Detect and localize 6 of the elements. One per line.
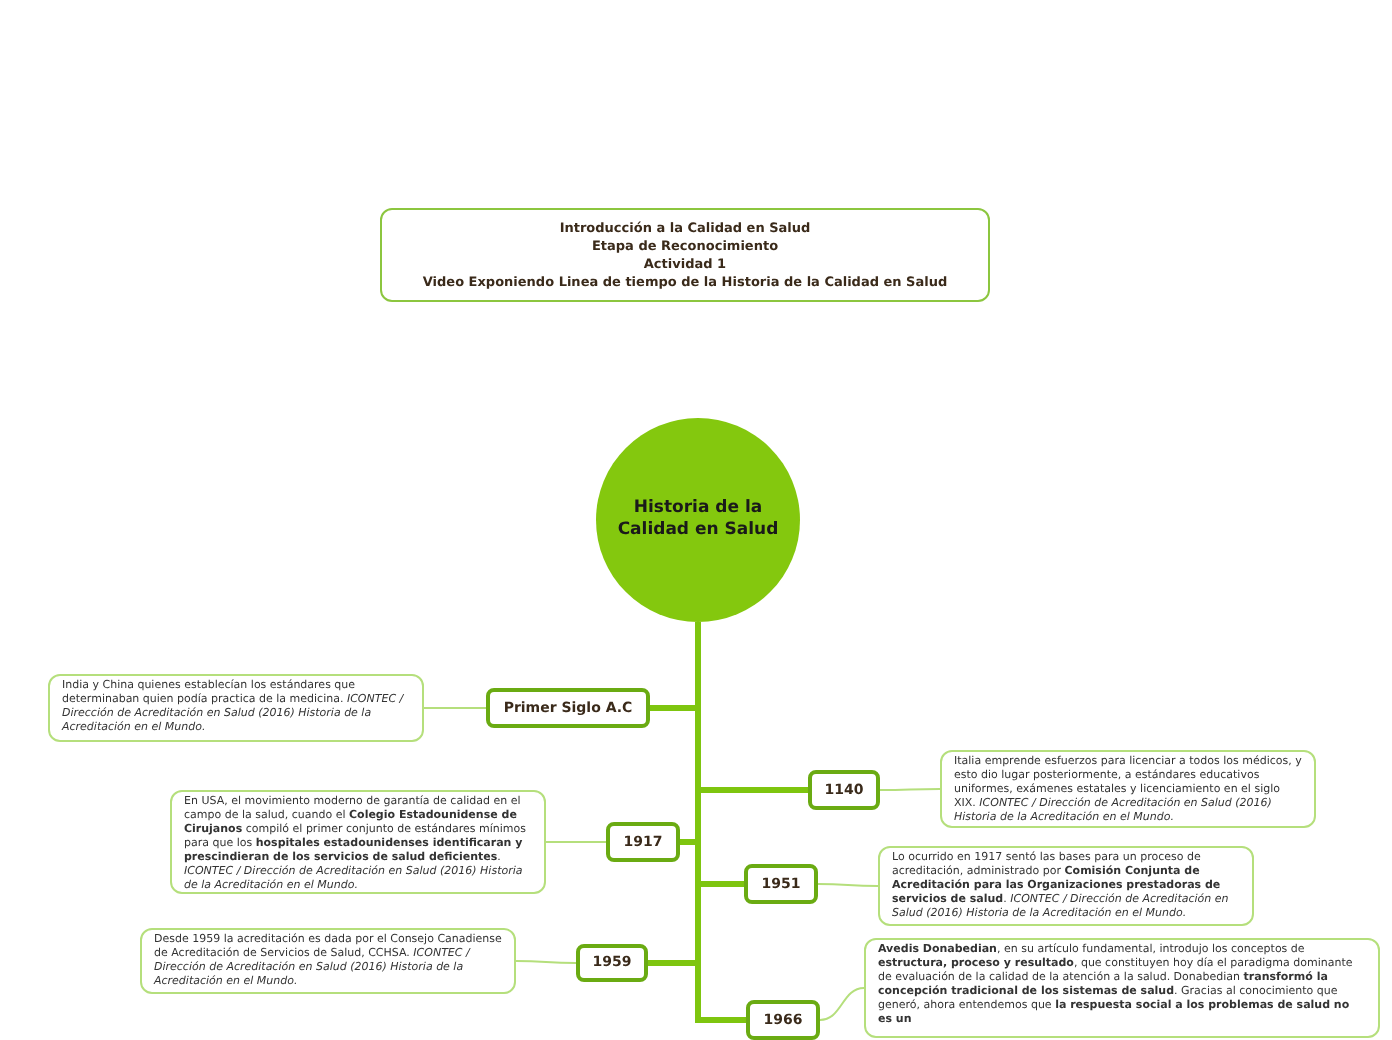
connector-line xyxy=(819,987,865,1021)
connector-line xyxy=(423,707,487,709)
connector-line xyxy=(879,788,941,791)
connector-line xyxy=(545,841,607,843)
connector-line xyxy=(817,883,879,887)
connector-line xyxy=(515,960,577,964)
